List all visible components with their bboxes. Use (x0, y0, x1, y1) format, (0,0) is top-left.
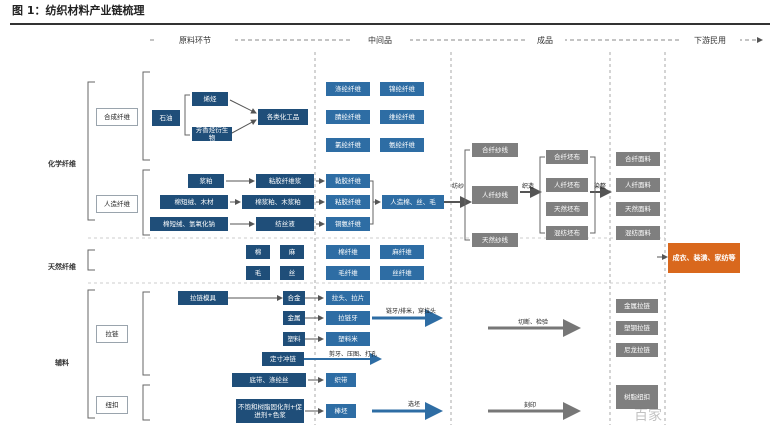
raw-wool: 毛 (246, 266, 270, 280)
product-blended-fabric: 混纺坯布 (546, 226, 588, 240)
label-dyeing: 染整 (594, 183, 607, 190)
mid-linen-fiber: 麻纤维 (380, 245, 424, 259)
sub-artificial: 人造纤维 (96, 195, 138, 213)
raw-cotton-naoh: 棉短绒、氢氧化钠 (150, 217, 228, 231)
raw-olefin: 烯烃 (192, 92, 228, 106)
stage-mid: 中间品 (350, 33, 410, 47)
down-natural-fabric: 天然面料 (616, 202, 660, 216)
category-natural-fiber: 天然纤维 (40, 260, 84, 274)
down-blended-fabric: 混纺面料 (616, 226, 660, 240)
mid-nylon: 锦纶纤维 (380, 82, 424, 96)
label-engrave: 刻印 (524, 402, 537, 409)
title-rule (10, 23, 770, 25)
label-weaving: 织造 (522, 183, 535, 190)
watermark: 百家 (634, 408, 662, 424)
raw-cotton-wood: 棉短绒、木材 (160, 195, 228, 209)
raw-plastic: 塑料 (283, 332, 305, 346)
label-spinning: 纺纱 (452, 183, 465, 190)
mid-modal: 粘胶纤维 (326, 195, 370, 209)
down-synthetic-fabric: 合纤面料 (616, 152, 660, 166)
product-natural-yarn: 天然纱线 (472, 233, 518, 247)
down-nylon-zipper: 尼龙拉链 (616, 343, 658, 357)
raw-tape-yarn: 底带、涤纶丝 (232, 373, 306, 387)
label-zip-assembly: 链牙/排米，穿拉头 (386, 308, 437, 315)
mid-plastic-pellet: 塑料米 (326, 332, 370, 346)
mid-zip-head: 拉头、拉片 (326, 291, 370, 305)
mid-tape: 织带 (326, 373, 356, 387)
mid-acrylic: 腈纶纤维 (326, 110, 370, 124)
mid-cotton-fiber: 棉纤维 (326, 245, 370, 259)
product-synthetic-yarn: 合纤纱线 (472, 143, 518, 157)
mid-silk-fiber: 丝纤维 (380, 266, 424, 280)
label-cut-inspect: 切断、检验 (518, 319, 549, 326)
mid-chlor: 氯纶纤维 (326, 138, 370, 152)
figure-title: 图 1：纺织材料产业链梳理 (12, 4, 145, 17)
raw-cotton-pulp: 棉浆粕、木浆粕 (242, 195, 314, 209)
product-natural-fabric: 天然坯布 (546, 202, 588, 216)
sub-zipper: 拉链 (96, 325, 128, 343)
mid-polyester: 涤纶纤维 (326, 82, 370, 96)
category-accessories: 辅料 (45, 356, 79, 370)
sub-button: 纽扣 (96, 396, 128, 414)
raw-fixed-chain: 定寸冲链 (262, 352, 304, 366)
label-blank-select: 选坯 (408, 401, 421, 408)
raw-aromatics: 芳香烃衍生物 (192, 126, 232, 142)
mid-spandex: 氨纶纤维 (380, 138, 424, 152)
raw-oil: 石油 (152, 110, 180, 126)
sub-synthetic: 合成纤维 (96, 108, 138, 126)
mid-viscose: 黏胶纤维 (326, 174, 370, 188)
raw-alloy: 合金 (283, 291, 305, 305)
raw-pulp: 浆粕 (188, 174, 224, 188)
product-artificial-fabric: 人纤坯布 (546, 178, 588, 192)
down-artificial-fabric: 人纤面料 (616, 178, 660, 192)
raw-metal: 金属 (283, 311, 305, 325)
stage-downstream: 下游民用 (680, 33, 740, 47)
raw-linen: 麻 (280, 245, 304, 259)
product-synthetic-fabric: 合纤坯布 (546, 150, 588, 164)
stage-product: 成品 (525, 33, 565, 47)
category-chemical-fiber: 化学纤维 (40, 157, 84, 171)
raw-resin: 不饱和树脂固化剂+促进剂+色浆 (236, 399, 304, 423)
product-artificial-yarn: 人纤纱线 (472, 186, 518, 204)
mid-button-blank: 棒坯 (326, 404, 356, 418)
down-resin-button: 树脂纽扣 (616, 385, 658, 409)
mid-zip-teeth: 拉链牙 (326, 311, 370, 325)
raw-cotton: 棉 (246, 245, 270, 259)
mid-cupro: 铜氨纤维 (326, 217, 370, 231)
mid-wool-fiber: 毛纤维 (326, 266, 370, 280)
mid-artificial: 人造棉、丝、毛 (382, 195, 444, 209)
raw-viscose-pulp: 粘胶纤维浆 (256, 174, 314, 188)
raw-chemicals: 各类化工品 (258, 109, 308, 125)
mid-vinylon: 维纶纤维 (380, 110, 424, 124)
label-press: 剪牙、压图、打孔 (329, 351, 378, 358)
stage-raw: 原料环节 (155, 33, 235, 47)
end-use-box: 成衣、装潢、家纺等 (668, 243, 740, 273)
raw-zipper-mold: 拉链模具 (178, 291, 228, 305)
raw-silk: 丝 (280, 266, 304, 280)
down-metal-zipper: 金属拉链 (616, 299, 658, 313)
raw-spin-solution: 纺丝液 (256, 217, 314, 231)
down-plastic-zipper: 塑钢拉链 (616, 321, 658, 335)
